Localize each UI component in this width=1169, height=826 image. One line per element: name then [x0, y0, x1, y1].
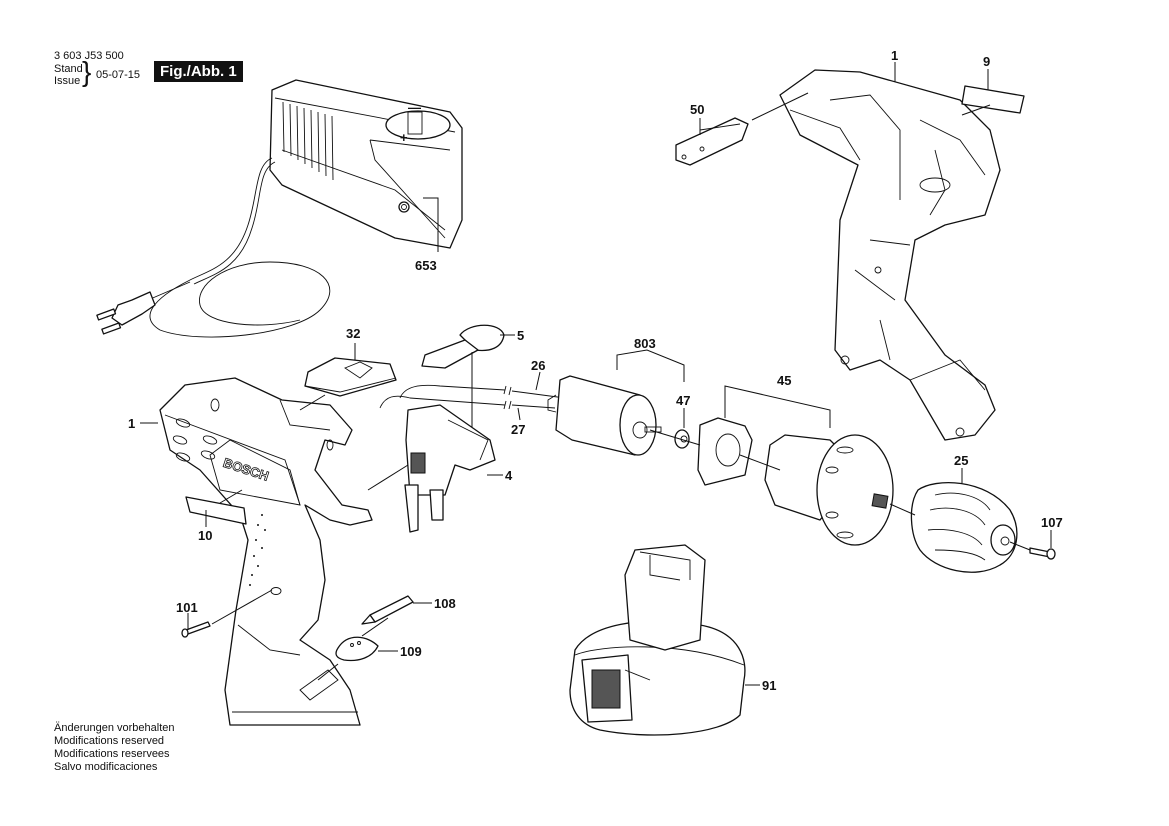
label-charger: 653 [415, 258, 437, 273]
stand-label: Stand [54, 63, 83, 75]
cable-part [379, 384, 566, 410]
label-pinion: 47 [676, 393, 690, 408]
chuck-screw-part [1029, 547, 1056, 560]
label-contact-strip: 50 [690, 102, 704, 117]
label-nameplate-side: 10 [198, 528, 212, 543]
footer-notice: Änderungen vorbehalten Modifications res… [54, 722, 174, 774]
slider-cover-part [304, 357, 397, 397]
footer-line-es: Salvo modificaciones [54, 761, 158, 773]
bit-part [361, 595, 414, 625]
label-chuck: 25 [954, 453, 968, 468]
issue-date: 05-07-15 [96, 69, 141, 81]
figure-label: Fig./Abb. 1 [154, 61, 243, 82]
label-bit-holder: 109 [400, 644, 422, 659]
label-cable-26: 26 [531, 358, 545, 373]
footer-line-en: Modifications reserved [54, 735, 165, 747]
label-bit: 108 [434, 596, 456, 611]
label-switch: 4 [505, 468, 513, 483]
label-nameplate-top: 9 [983, 54, 990, 69]
charger-minus-mark: — [408, 100, 421, 115]
label-housing-screw: 101 [176, 600, 198, 615]
label-switch-lever: 5 [517, 328, 524, 343]
label-battery: 91 [762, 678, 776, 693]
label-housing-left: 1 [128, 416, 135, 431]
housing-right-part [779, 69, 1001, 441]
chuck-part [910, 481, 1018, 573]
brace-symbol: } [82, 56, 92, 87]
pinion-part [674, 429, 690, 449]
housing-left-part: BOSCH [159, 377, 373, 726]
switch-lever-part [421, 324, 505, 369]
issue-label: Issue [54, 75, 81, 87]
switch-part [404, 404, 496, 533]
gearbox-part [697, 417, 894, 546]
label-chuck-screw: 107 [1041, 515, 1063, 530]
footer-line-de: Änderungen vorbehalten [54, 722, 175, 734]
contact-strip-part [675, 117, 749, 166]
label-gearbox: 45 [777, 373, 791, 388]
charger-plus-mark: + [400, 130, 408, 145]
label-housing-right: 1 [891, 48, 898, 63]
label-cable-27: 27 [511, 422, 525, 437]
label-motor: 803 [634, 336, 656, 351]
motor-part [547, 375, 662, 456]
housing-screw-part [181, 621, 211, 638]
document-number: 3 603 J53 500 [54, 50, 124, 62]
label-slider-cover: 32 [346, 326, 360, 341]
battery-part [569, 544, 746, 736]
assembly-axis-line [649, 429, 781, 471]
nameplate-top-part [961, 85, 1025, 114]
charger-part: — + [96, 79, 463, 338]
bit-holder-part [335, 636, 379, 662]
footer-line-fr: Modifications reservees [54, 748, 170, 760]
nameplate-side-part [185, 496, 247, 525]
